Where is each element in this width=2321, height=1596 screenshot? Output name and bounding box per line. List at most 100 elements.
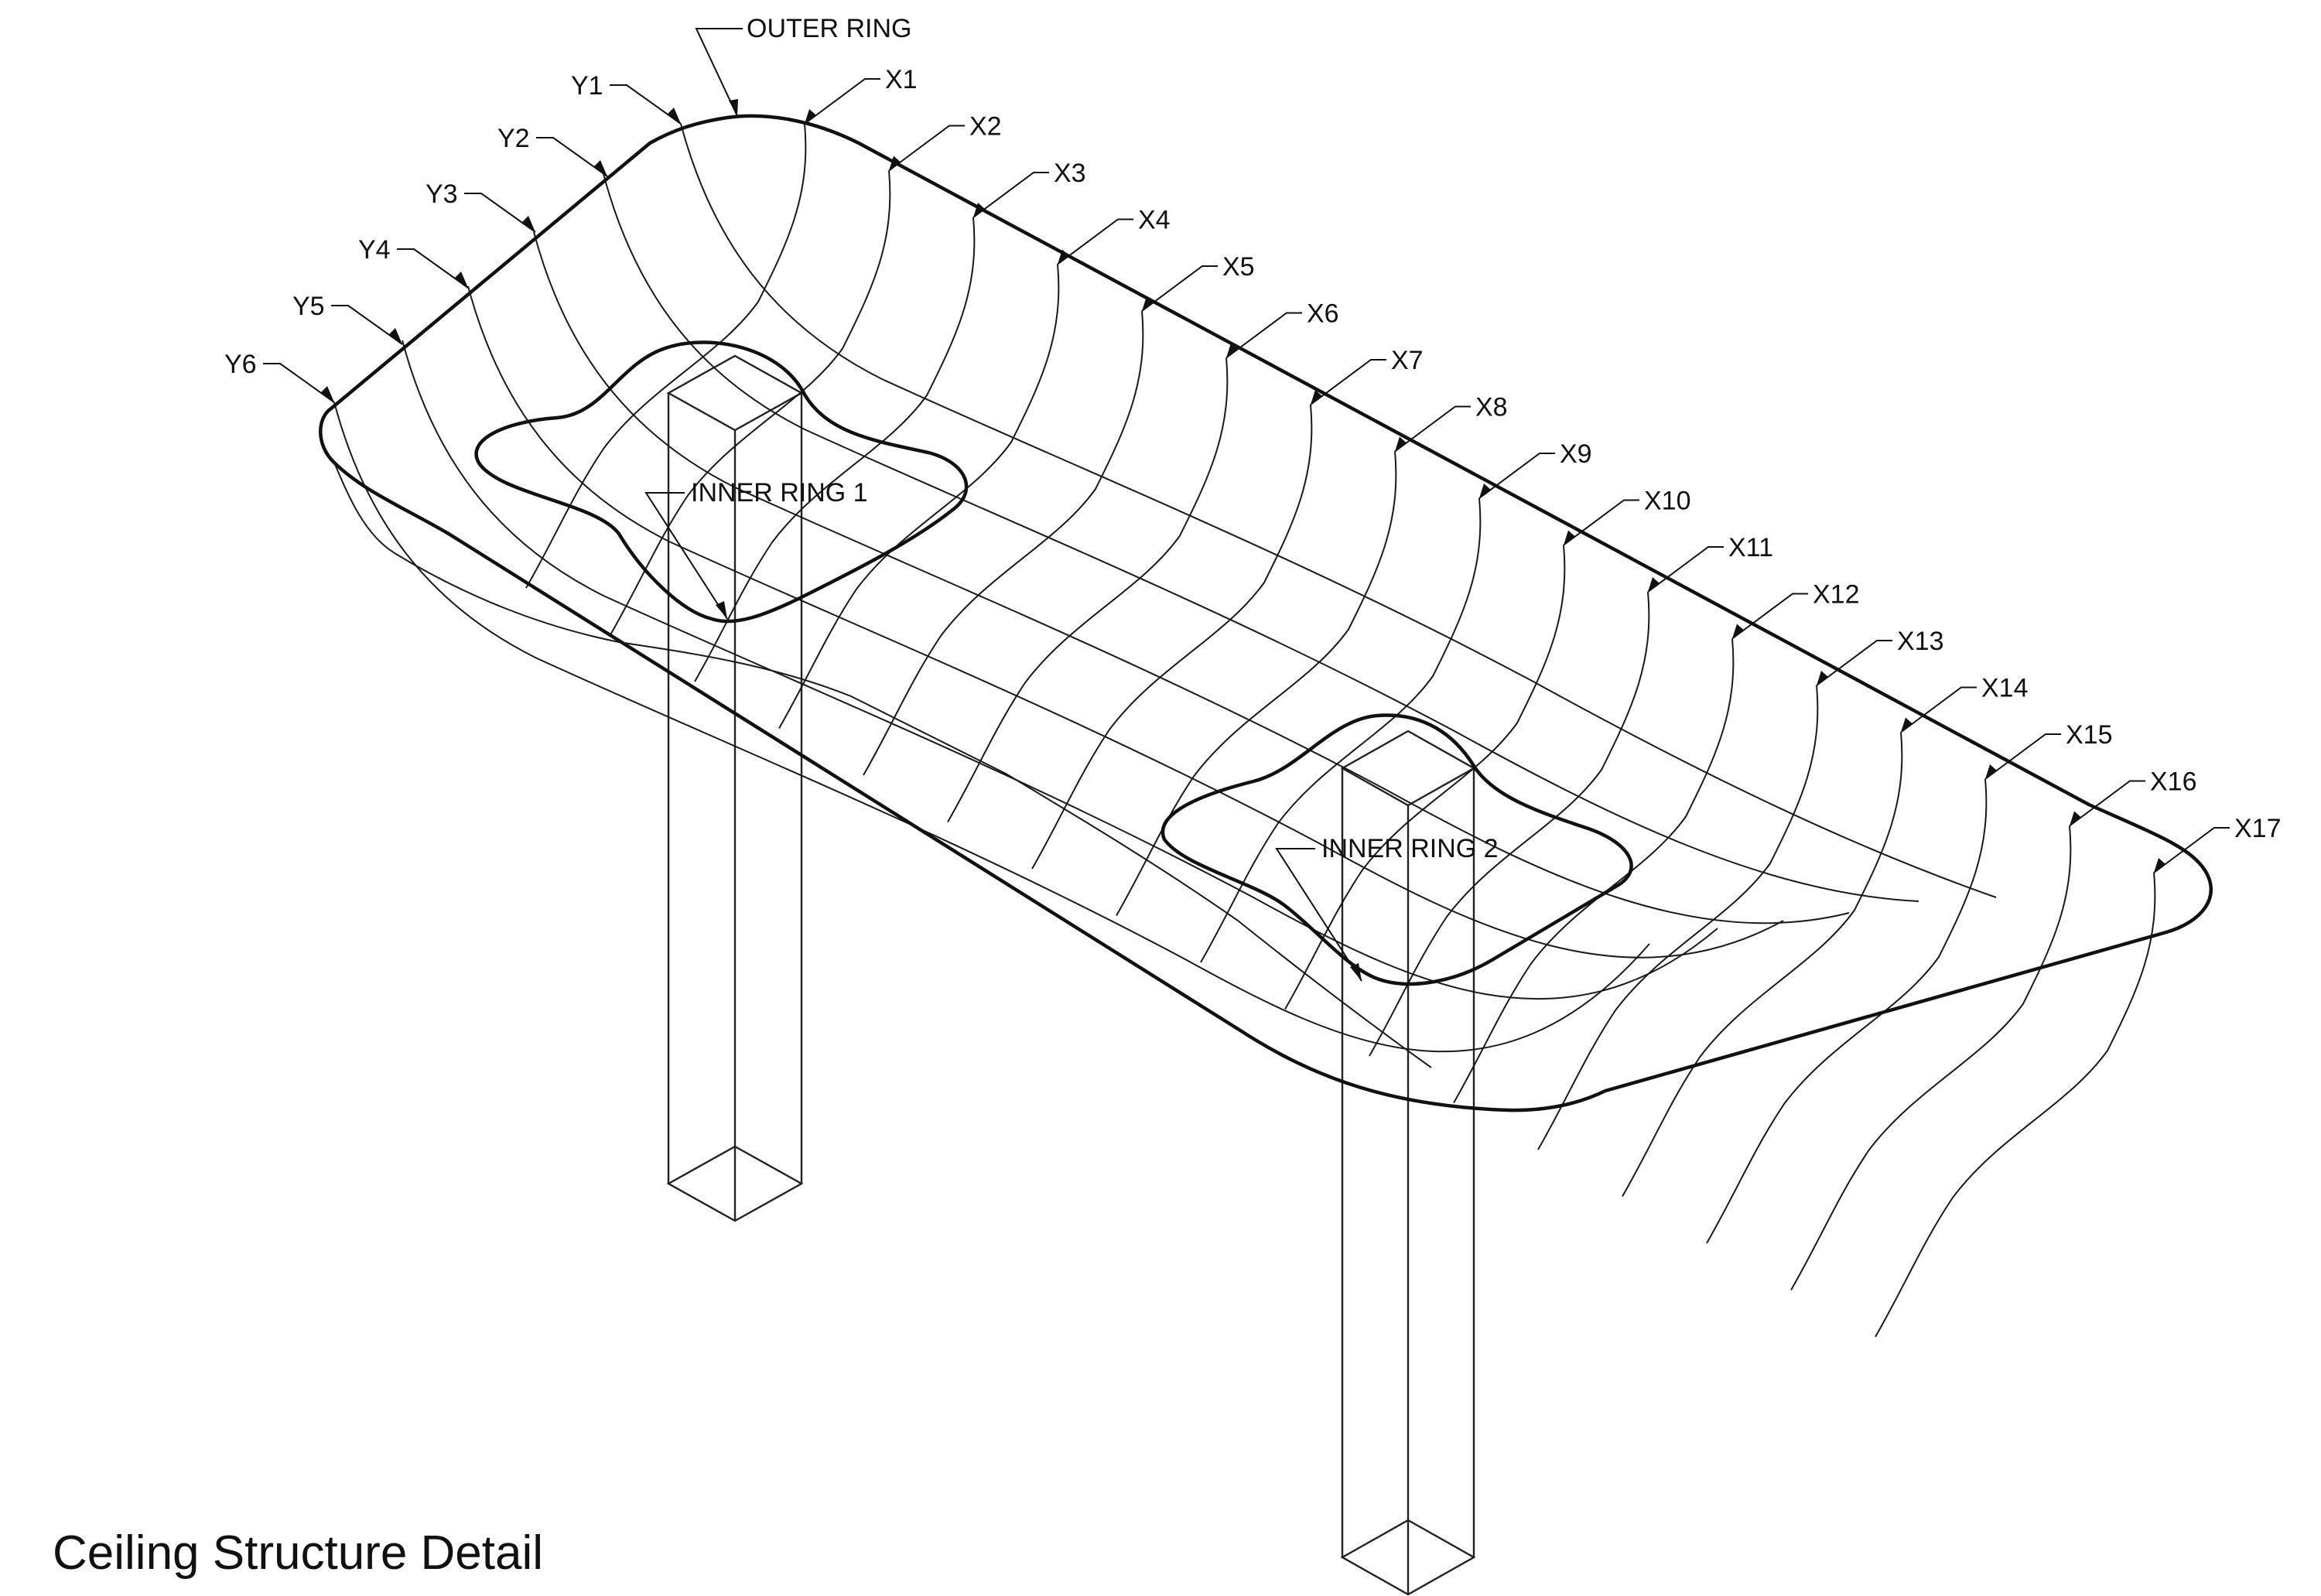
inner-ring-1-leader: [644, 492, 728, 620]
x-rib-arrowhead: [805, 109, 816, 124]
x-rib-label: X6: [1307, 299, 1339, 329]
outer-ring-label: OUTER RING: [747, 14, 911, 43]
y-rib-curve: [680, 123, 1997, 898]
inner-ring-1-label: INNER RING 1: [691, 478, 868, 508]
inner-ring-2: [1160, 713, 1633, 986]
x-rib-curve: [1369, 591, 1650, 1057]
rib-leaders: X1X2X3X4X5X6X7X8X9X10X11X12X13X14X15X16X…: [224, 65, 2282, 873]
x-rib-label: X11: [1728, 533, 1773, 562]
x-rib-arrowhead: [1564, 530, 1575, 545]
x-rib-label: X16: [2150, 767, 2197, 797]
y-rib-arrowhead: [668, 108, 681, 124]
y-rib-leader: [331, 305, 403, 345]
y-rib-label: Y6: [224, 350, 257, 379]
x-rib-leader: [1394, 405, 1471, 453]
y-rib-leader: [263, 363, 335, 403]
x-rib-leader: [804, 78, 880, 125]
x-rib-arrowhead: [1985, 764, 1997, 779]
x-rib-label: X7: [1391, 346, 1424, 375]
x-rib-curve: [1537, 685, 1819, 1150]
x-rib-label: X15: [2066, 720, 2113, 750]
x-rib-curve: [1622, 732, 1903, 1197]
x-rib-arrowhead: [973, 203, 985, 217]
x-rib-leader: [1816, 640, 1892, 686]
y-rib-label: Y1: [571, 71, 603, 101]
x-rib-curve: [525, 123, 807, 589]
y-rib-curve: [533, 231, 1850, 924]
y-rib-curve: [333, 402, 1650, 1053]
x-rib-label: X9: [1560, 439, 1592, 469]
y-rib-arrowhead: [389, 328, 402, 344]
x-rib-curve: [610, 170, 891, 635]
x-rib-label: X17: [2234, 814, 2282, 843]
y-rib-label: Y3: [426, 179, 458, 209]
x-rib-leader: [1563, 499, 1639, 546]
x-rib-arrowhead: [889, 155, 901, 171]
x-rib-curve: [1790, 825, 2072, 1290]
x-rib-leader: [1141, 265, 1218, 312]
y-rib-label: Y2: [497, 124, 530, 153]
x-rib-curves: [525, 123, 2156, 1338]
y-rib-curve: [402, 340, 1718, 1000]
x-rib-leader: [1647, 546, 1724, 593]
y-rib-curves: [333, 123, 1997, 1053]
x-rib-curve: [1706, 778, 1988, 1244]
y-rib-leader: [610, 84, 682, 125]
y-rib-arrowhead: [594, 160, 607, 176]
x-rib-curve: [1284, 545, 1566, 1010]
x-rib-label: X1: [885, 65, 918, 94]
x-rib-label: X14: [1981, 674, 2029, 703]
x-rib-label: X5: [1222, 252, 1255, 282]
x-rib-leader: [1225, 312, 1302, 359]
x-rib-curve: [1031, 404, 1313, 870]
y-rib-label: Y5: [292, 292, 325, 321]
x-rib-curve: [1453, 638, 1735, 1103]
x-rib-arrowhead: [1479, 484, 1491, 498]
x-rib-label: X8: [1475, 393, 1508, 422]
x-rib-arrowhead: [1142, 296, 1154, 311]
x-rib-arrowhead: [2154, 858, 2165, 873]
y-rib-leader: [464, 193, 536, 233]
inner-ring-2-label: INNER RING 2: [1321, 834, 1499, 863]
outer-ring-underside: [333, 462, 1432, 1068]
y-rib-label: Y4: [358, 235, 391, 265]
x-rib-leader: [1310, 359, 1386, 405]
inner-ring-1: [474, 340, 969, 624]
y-rib-curve: [603, 173, 1919, 902]
outer-ring: [319, 114, 2213, 1112]
y-rib-leader: [536, 137, 608, 177]
x-rib-leader: [1478, 453, 1555, 499]
x-rib-arrowhead: [1311, 390, 1322, 405]
x-rib-arrowhead: [1226, 343, 1238, 358]
x-rib-curve: [1200, 497, 1482, 963]
y-rib-arrowhead: [522, 216, 535, 232]
outer-ring-leader: [695, 28, 743, 117]
x-rib-label: X2: [969, 112, 1002, 142]
x-rib-label: X13: [1897, 627, 1944, 656]
x-rib-leader: [2069, 780, 2145, 827]
y-rib-curve: [467, 285, 1784, 959]
x-rib-arrowhead: [2070, 811, 2081, 826]
y-rib-arrowhead: [321, 386, 334, 402]
x-rib-arrowhead: [1732, 624, 1744, 639]
x-rib-curve: [1875, 872, 2156, 1338]
y-rib-arrowhead: [455, 272, 468, 288]
x-rib-leader: [1057, 218, 1133, 265]
x-rib-arrowhead: [1395, 436, 1407, 452]
inner-ring-2-leader: [1275, 848, 1362, 982]
x-rib-curve: [863, 310, 1144, 776]
x-rib-curve: [694, 217, 976, 682]
x-rib-leader: [1900, 686, 1977, 733]
x-rib-arrowhead: [1058, 249, 1069, 265]
column-1: [666, 354, 804, 1222]
y-rib-leader: [397, 248, 469, 289]
x-rib-arrowhead: [1817, 671, 1828, 685]
x-rib-leader: [1984, 733, 2061, 780]
x-rib-curve: [1116, 451, 1397, 916]
x-rib-label: X12: [1813, 580, 1860, 610]
x-rib-curve: [778, 264, 1060, 729]
x-rib-label: X10: [1644, 487, 1691, 516]
x-rib-arrowhead: [1648, 577, 1660, 592]
x-rib-label: X3: [1054, 159, 1086, 188]
